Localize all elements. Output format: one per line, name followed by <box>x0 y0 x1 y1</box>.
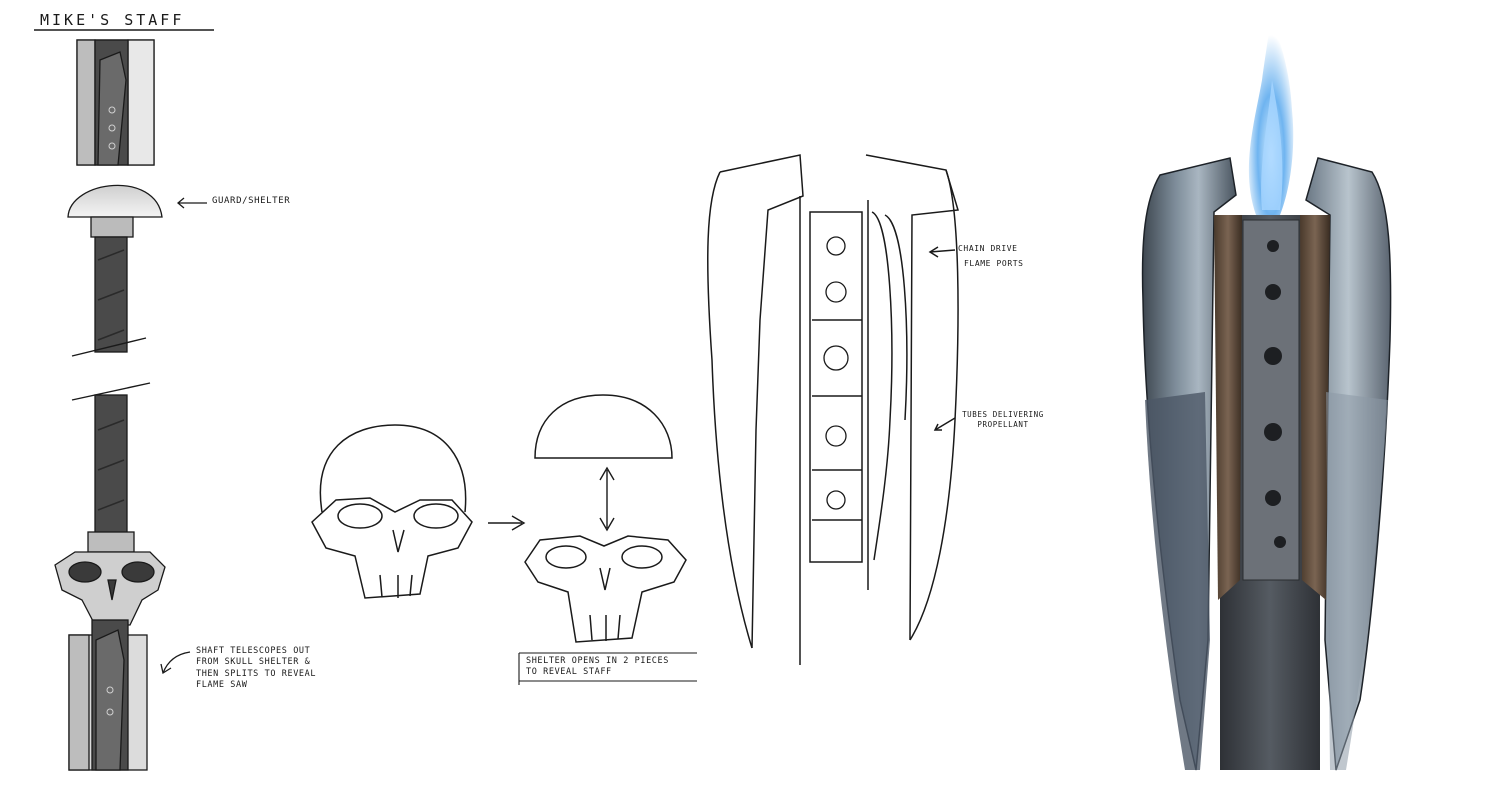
label-line: TO REVEAL STAFF <box>526 667 612 678</box>
label-chain-drive: CHAIN DRIVE <box>958 244 1018 253</box>
skull-sketch <box>311 424 473 599</box>
arrow-left-icon <box>176 197 207 209</box>
arrow-left-icon <box>160 651 191 675</box>
staff-head-sketch <box>707 154 959 665</box>
label-tubes: TUBES DELIVERING PROPELLANT <box>958 410 1048 430</box>
arrow-right-icon <box>488 515 526 531</box>
label-line: SHAFT TELESCOPES OUT <box>196 646 311 656</box>
label-line: PROPELLANT <box>977 420 1029 430</box>
sheet-title: MIKE'S STAFF <box>40 11 185 29</box>
label-line: SHELTER OPENS IN 2 PIECES <box>526 656 669 666</box>
label-shelter-opens: SHELTER OPENS IN 2 PIECES TO REVEAL STAF… <box>526 656 669 679</box>
skull-split-sketch <box>518 394 697 685</box>
label-flame-ports: FLAME PORTS <box>964 259 1024 268</box>
double-arrow-icon <box>599 466 615 532</box>
label-shaft-note: SHAFT TELESCOPES OUT FROM SKULL SHELTER … <box>196 646 356 692</box>
label-guard-shelter: GUARD/SHELTER <box>212 196 291 206</box>
label-line: FLAME SAW <box>196 680 248 691</box>
staff-head-render <box>1141 15 1392 771</box>
label-line: THEN SPLITS TO REVEAL <box>196 668 317 679</box>
label-line: FROM SKULL SHELTER & <box>196 657 311 668</box>
staff-sketch <box>34 29 214 771</box>
label-line: TUBES DELIVERING <box>962 410 1044 419</box>
